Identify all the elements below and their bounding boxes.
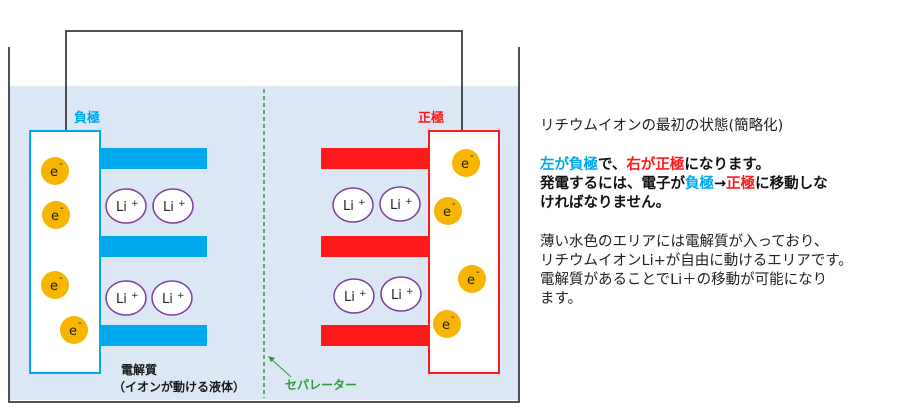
explanation-title: リチウムイオンの最初の状態(簡略化) [540,118,784,134]
electrolyte-label-line2: （イオンが動ける液体） [113,379,245,394]
electron: e - [434,197,462,225]
electrolyte-label-line1: 電解質 [121,362,157,377]
electron: e - [41,157,69,185]
svg-text:e: e [50,279,58,294]
svg-text:+: + [177,291,185,301]
svg-text:+: + [131,291,139,301]
svg-text:e: e [467,273,475,288]
explanation-electrode-sides: 左が負極で、右が正極になります。 [540,157,770,173]
lithium-ion: Li + [379,186,421,222]
svg-text:Li: Li [344,290,355,305]
svg-text:+: + [405,197,413,207]
svg-text:+: + [358,198,366,208]
lithium-ion: Li + [152,188,194,224]
explanation-electrolyte-4: ます。 [540,291,583,307]
negative-label: 負極 [74,110,100,126]
svg-text:-: - [59,159,63,170]
spacer [540,213,924,233]
svg-text:e: e [51,209,59,224]
electron: e - [60,316,88,344]
positive-fin [321,236,428,257]
svg-text:-: - [476,267,480,278]
external-wire [65,30,463,131]
svg-text:-: - [452,199,456,210]
separator-arrow-head [268,356,275,362]
negative-fin [101,325,207,346]
svg-text:Li: Li [162,292,173,307]
svg-text:Li: Li [116,292,127,307]
svg-text:Li: Li [390,198,401,213]
positive-label: 正極 [418,110,444,126]
svg-text:-: - [60,203,64,214]
lithium-ion: Li + [105,280,147,316]
explanation-panel: リチウムイオンの最初の状態(簡略化) 左が負極で、右が正極になります。 発電する… [540,117,924,309]
svg-text:e: e [69,324,77,339]
svg-text:+: + [406,287,414,297]
explanation-electrolyte-2: リチウムイオンLi+が自由に動けるエリアです。 [540,253,853,269]
svg-text:+: + [178,199,186,209]
separator-label: セパレーター [285,378,357,392]
svg-text:-: - [451,312,455,323]
explanation-electrolyte-1: 薄い水色のエリアには電解質が入っており、 [540,234,829,250]
lithium-ion: Li + [332,187,374,223]
svg-text:Li: Li [163,200,174,215]
electron: e - [458,265,486,293]
explanation-electron-flow-cont: ければなりません。 [540,195,671,211]
svg-text:-: - [470,151,474,162]
explanation-electron-flow: 発電するには、電子が負極→正極に移動しな [540,176,828,192]
electron: e - [42,201,70,229]
negative-fins [101,148,207,346]
separator-pointer [269,357,292,378]
lithium-ion: Li + [105,188,147,224]
positive-fin [321,148,428,169]
positive-fins [321,148,428,346]
lithium-ion: Li + [380,276,422,312]
svg-text:+: + [131,199,139,209]
negative-fin [101,236,207,257]
svg-text:Li: Li [116,200,127,215]
svg-text:e: e [461,157,469,172]
beaker [8,47,520,403]
negative-fin [101,148,207,169]
svg-text:-: - [59,273,63,284]
electron: e - [433,310,461,338]
svg-text:e: e [443,205,451,220]
positive-fin [321,325,428,346]
svg-text:e: e [50,165,58,180]
battery-diagram: セパレーター 負極 正極 e - e - e - e - e - [8,30,520,403]
svg-text:-: - [78,318,82,329]
svg-text:Li: Li [343,199,354,214]
svg-text:e: e [442,318,450,333]
svg-text:Li: Li [391,288,402,303]
lithium-ion: Li + [151,280,193,316]
electron: e - [452,149,480,177]
lithium-ion: Li + [333,278,375,314]
electron: e - [41,271,69,299]
svg-text:+: + [359,289,367,299]
explanation-electrolyte-3: 電解質があることでLi＋の移動が可能になり [540,272,828,288]
spacer [540,136,924,156]
